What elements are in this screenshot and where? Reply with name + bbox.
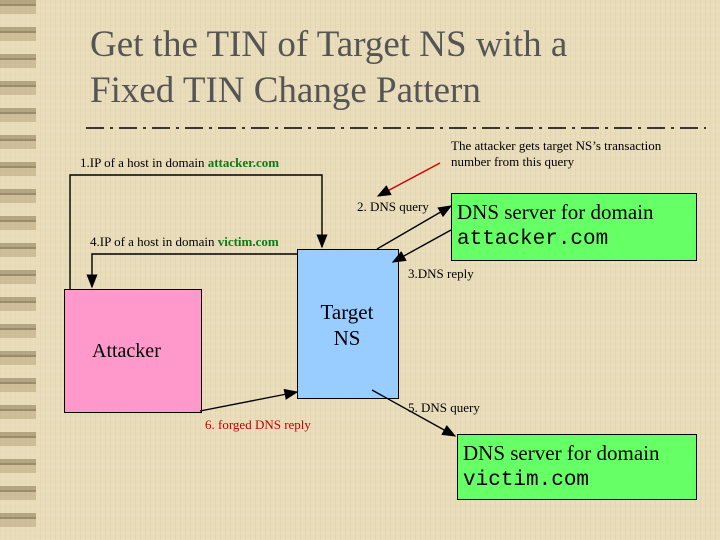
step1-arrow	[69, 174, 328, 289]
step4-prefix: 4.IP of a host in domain	[90, 234, 218, 249]
step4-domain: victim.com	[217, 234, 279, 249]
attacker-dns-line-2: attacker.com	[457, 228, 609, 251]
step1-prefix: 1.IP of a host in domain	[80, 155, 208, 170]
victim-dns-line-1: DNS server for domain	[463, 441, 660, 465]
title-line-2: Fixed TIN Change Pattern	[90, 70, 481, 111]
step1-domain: attacker.com	[207, 155, 280, 170]
attacker-dns-line-1: DNS server for domain	[457, 200, 654, 224]
victim-dns-line-2: victim.com	[463, 469, 590, 492]
title-line-1: Get the TIN of Target NS with a	[90, 24, 568, 65]
step6-arrow	[199, 388, 299, 412]
step1-label: 1.IP of a host in domain attacker.com	[80, 155, 279, 171]
attacker-note-line-2: number from this query	[451, 154, 575, 169]
step2-arrow	[376, 205, 453, 250]
step4-label: 4.IP of a host in domain victim.com	[90, 234, 279, 250]
step5-label: 5. DNS query	[408, 400, 480, 415]
slide-title: Get the TIN of Target NS with a Fixed TI…	[90, 22, 690, 114]
target-ns-line-2: NS	[333, 326, 361, 350]
step5-arrow	[371, 389, 457, 437]
step3-label: 3.DNS reply	[408, 266, 474, 281]
step6-label: 6. forged DNS reply	[205, 417, 311, 432]
attacker-dns-server-box	[451, 193, 697, 261]
attacker-dns-server-label: DNS server for domain attacker.com	[457, 199, 654, 253]
victim-dns-server-label: DNS server for domain victim.com	[463, 440, 660, 494]
target-ns-line-1: Target	[320, 300, 374, 324]
target-ns-label: Target NS	[297, 299, 397, 351]
victim-dns-server-box	[457, 434, 697, 500]
step2-label: 2. DNS query	[357, 199, 429, 214]
attacker-note-line-1: The attacker gets target NS’s transactio…	[451, 138, 662, 153]
attacker-box	[64, 289, 202, 413]
note-pointer-arrow	[376, 162, 441, 197]
attacker-label: Attacker	[92, 340, 161, 362]
step4-arrow	[86, 253, 297, 289]
binder-rings	[0, 0, 36, 540]
attacker-note: The attacker gets target NS’s transactio…	[451, 138, 661, 170]
step3-arrow	[391, 229, 452, 263]
target-ns-box	[297, 249, 399, 399]
